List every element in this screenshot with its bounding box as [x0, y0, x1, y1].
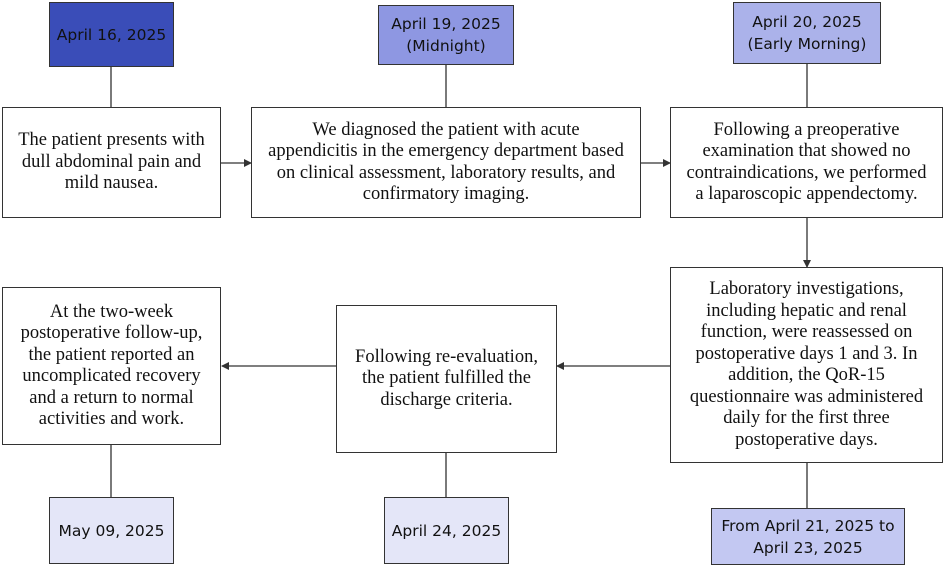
event-box-diagnosis: We diagnosed the patient with acute appe… — [251, 107, 641, 218]
date-box-april-20: April 20, 2025 (Early Morning) — [733, 2, 881, 64]
date-label-april-20: April 20, 2025 (Early Morning) — [747, 13, 867, 53]
event-box-surgery: Following a preoperative examination tha… — [670, 107, 943, 218]
date-box-april-19: April 19, 2025 (Midnight) — [378, 5, 514, 65]
date-label-may-09: May 09, 2025 — [58, 521, 165, 540]
date-label-april-24: April 24, 2025 — [391, 521, 502, 540]
event-text-presentation: The patient presents with dull abdominal… — [18, 130, 205, 194]
date-label-april-19: April 19, 2025 (Midnight) — [391, 15, 501, 55]
event-text-discharge: Following re-evaluation, the patient ful… — [355, 346, 538, 410]
event-text-postoperative-assessment: Laboratory investigations, including hep… — [689, 279, 924, 450]
date-label-april-21-23: From April 21, 2025 to April 23, 2025 — [721, 516, 895, 557]
event-box-postoperative-assessment: Laboratory investigations, including hep… — [670, 267, 943, 463]
date-box-april-21-23: From April 21, 2025 to April 23, 2025 — [711, 508, 905, 565]
date-label-april-16: April 16, 2025 — [56, 25, 167, 44]
date-box-april-16: April 16, 2025 — [49, 2, 174, 67]
event-text-surgery: Following a preoperative examination tha… — [686, 119, 927, 205]
event-text-diagnosis: We diagnosed the patient with acute appe… — [268, 119, 624, 205]
date-box-may-09: May 09, 2025 — [49, 497, 174, 564]
event-box-presentation: The patient presents with dull abdominal… — [2, 107, 221, 218]
event-box-follow-up: At the two-week postoperative follow-up,… — [2, 287, 221, 445]
event-text-follow-up: At the two-week postoperative follow-up,… — [20, 301, 203, 430]
date-box-april-24: April 24, 2025 — [384, 497, 509, 564]
event-box-discharge: Following re-evaluation, the patient ful… — [336, 305, 557, 453]
